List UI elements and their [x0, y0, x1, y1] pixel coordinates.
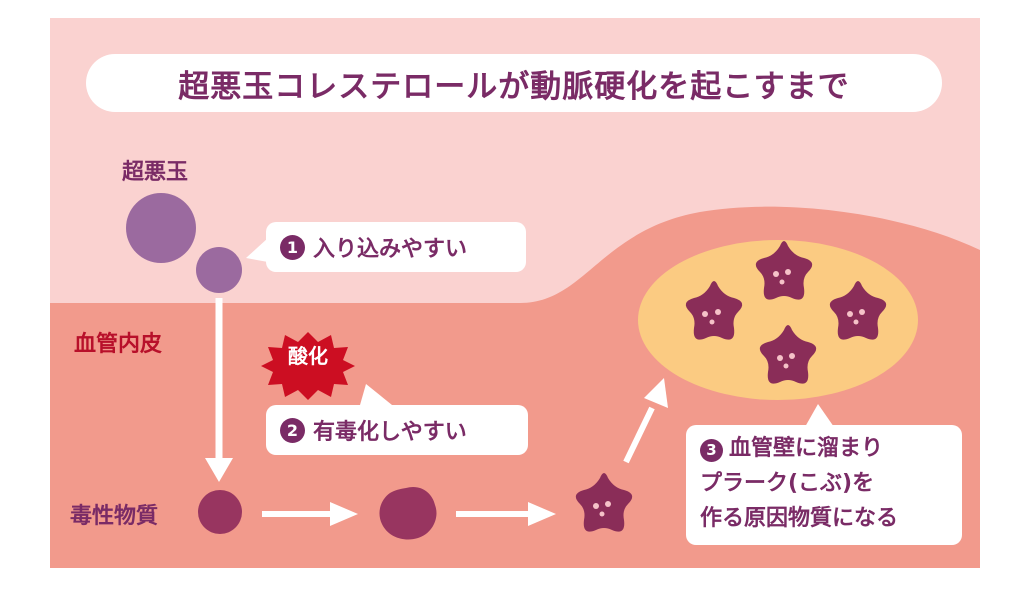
star-particle-plaque-3	[829, 281, 887, 340]
arrow-diagonal-head	[644, 378, 668, 408]
label-endothelium: 血管内皮	[74, 332, 163, 357]
arrow-down-head	[205, 458, 233, 482]
toxic-particle	[198, 490, 242, 534]
callout-3-number: 3	[700, 439, 723, 462]
star-particle-plaque-1	[685, 281, 743, 340]
label-oxidation: 酸化	[288, 344, 328, 368]
callout-1: 1 入り込みやすい	[266, 222, 526, 272]
oxidation-burst	[261, 332, 355, 400]
callout-3-line-1: 3 血管壁に溜まり	[700, 431, 962, 466]
arrow-diagonal-shaft	[623, 406, 655, 464]
star-particle-plaque-4	[759, 325, 817, 384]
small-ldl-particle	[196, 247, 242, 293]
diagram-title: 超悪玉コレステロールが動脈硬化を起こすまで	[178, 68, 850, 105]
plaque-ellipse	[638, 240, 918, 400]
star-particle-toxic	[575, 473, 633, 532]
callout3-pointer	[805, 404, 834, 427]
callout-2-text: 有毒化しやすい	[313, 420, 467, 445]
callout-3-text-2: プラーク(こぶ)を	[700, 471, 875, 496]
star-particle-plaque-2	[755, 241, 813, 300]
callout1-pointer	[246, 238, 268, 262]
title-banner: 超悪玉コレステロールが動脈硬化を起こすまで	[86, 54, 942, 112]
arrow-right-2-head	[528, 502, 556, 526]
label-super-bad: 超悪玉	[122, 160, 189, 185]
callout-3: 3 血管壁に溜まり プラーク(こぶ)を 作る原因物質になる	[686, 425, 962, 545]
large-ldl-particle	[126, 193, 196, 263]
arrow-right-1-head	[330, 502, 358, 526]
callout-2-number: 2	[280, 417, 305, 443]
callout-3-text-1: 血管壁に溜まり	[729, 436, 884, 461]
callout-3-text-3: 作る原因物質になる	[700, 506, 899, 531]
callout2-pointer	[360, 384, 392, 405]
callout-1-text: 入り込みやすい	[313, 237, 468, 262]
callout-1-number: 1	[280, 234, 305, 260]
callout-2: 2 有毒化しやすい	[266, 405, 528, 455]
label-toxic: 毒性物質	[70, 504, 159, 529]
deformed-particle	[379, 486, 437, 540]
